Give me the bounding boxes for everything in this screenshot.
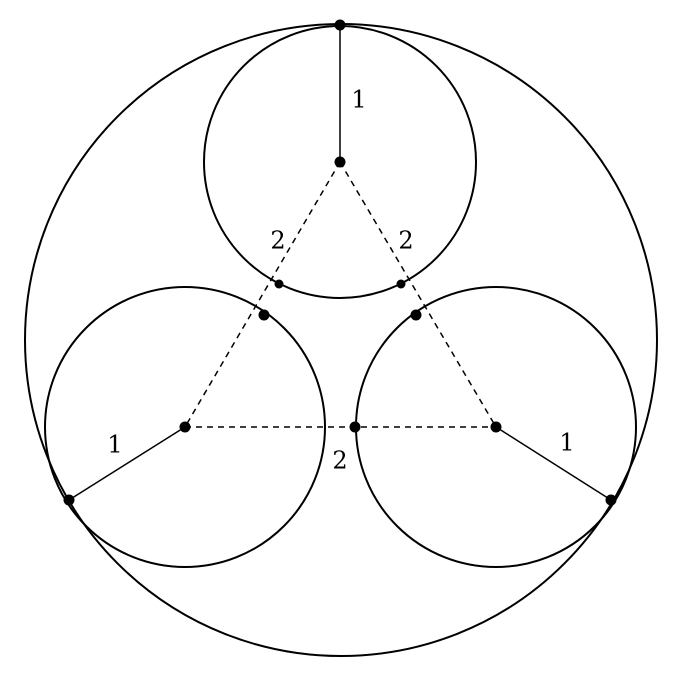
center-right-point [490, 421, 502, 433]
outer-circle [24, 23, 658, 657]
intersection-point-top-right [396, 279, 406, 289]
intersection-point-bottom [349, 421, 361, 433]
left-circle [44, 286, 326, 568]
center-top-point [334, 156, 346, 168]
label-side-bottom: 2 [332, 447, 347, 475]
center-left-point [179, 421, 191, 433]
label-side-top-right: 2 [398, 227, 413, 255]
dashed-side-top-right [339, 161, 497, 428]
intersection-point-top-left [274, 279, 284, 289]
radius-left [68, 426, 186, 501]
tangent-point-right [605, 494, 617, 506]
radius-right [495, 426, 612, 501]
intersection-point-right-upper [410, 309, 422, 321]
label-side-top-left: 2 [270, 227, 285, 255]
label-radius-right: 1 [559, 429, 574, 457]
intersection-point-left-upper [258, 309, 270, 321]
tangent-point-left [63, 494, 75, 506]
label-radius-left: 1 [107, 431, 122, 459]
label-radius-top: 1 [351, 86, 366, 114]
dashed-side-top-left [184, 161, 341, 428]
tangent-point-top [334, 19, 346, 31]
